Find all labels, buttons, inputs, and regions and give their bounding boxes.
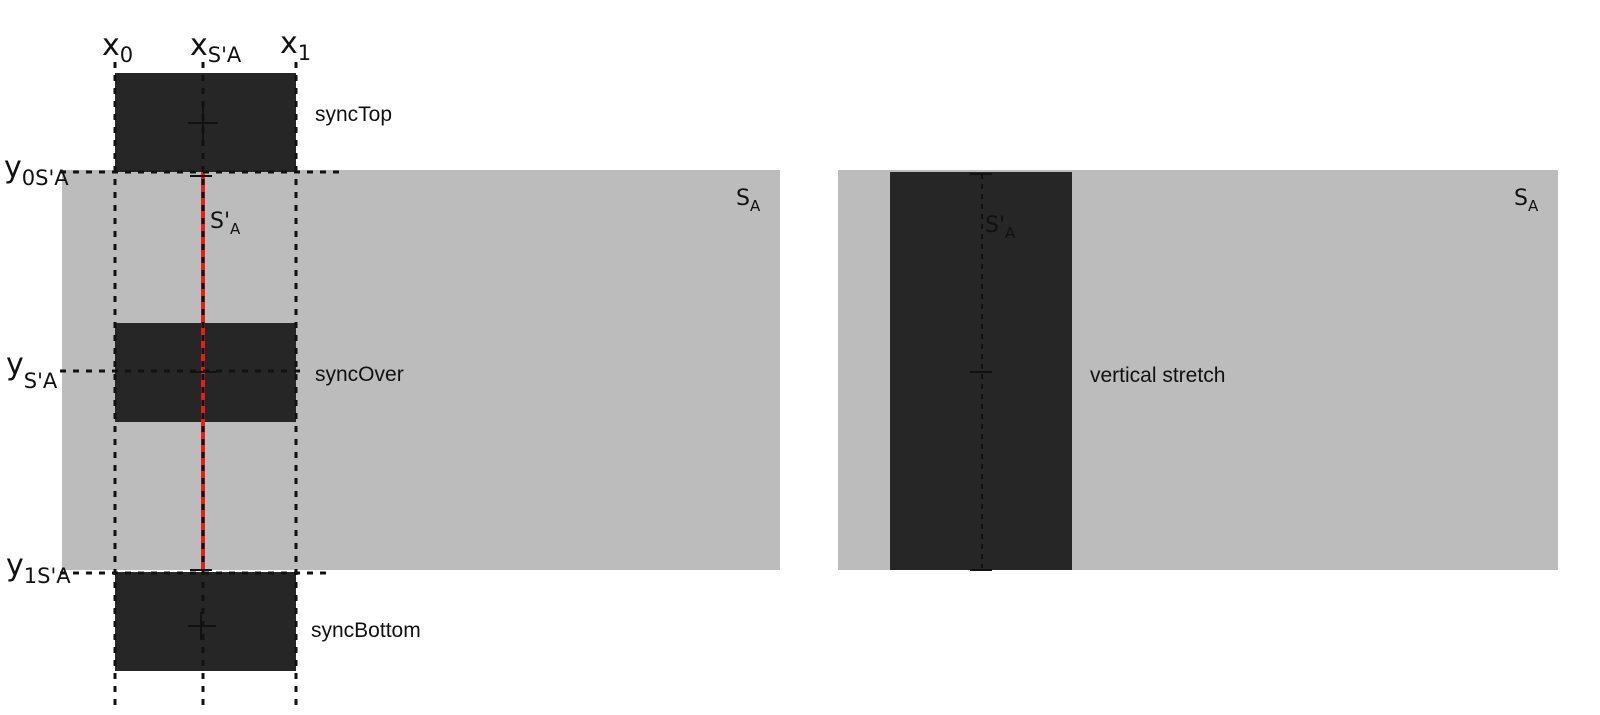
stream-sa-label-left: SA: [736, 186, 761, 215]
sync-bottom-center-mark: [188, 612, 216, 640]
y1-label: y1S'A: [6, 548, 71, 588]
sync-bottom-block: [115, 572, 296, 671]
x1-label: x1: [280, 26, 311, 65]
sub-stream-label-left: S'A: [210, 209, 241, 238]
sync-over-label: syncOver: [315, 363, 404, 386]
x0-label: x0: [102, 28, 133, 67]
stream-sa-label-right: SA: [1514, 186, 1539, 215]
right-panel: SA S'A vertical stretch: [838, 170, 1558, 571]
sub-stream-label-right: S'A: [985, 213, 1016, 242]
sync-top-center-mark: [188, 106, 218, 140]
xs-label: xS'A: [190, 28, 242, 67]
left-panel: x0 xS'A x1 y0S'A yS'A y1S'A SA S'A syncT…: [4, 26, 780, 705]
ys-label: yS'A: [6, 347, 58, 393]
sync-bottom-label: syncBottom: [311, 619, 421, 642]
vertical-stretch-label: vertical stretch: [1090, 364, 1225, 387]
sync-top-label: syncTop: [315, 103, 392, 126]
y0-label: y0S'A: [4, 150, 69, 190]
